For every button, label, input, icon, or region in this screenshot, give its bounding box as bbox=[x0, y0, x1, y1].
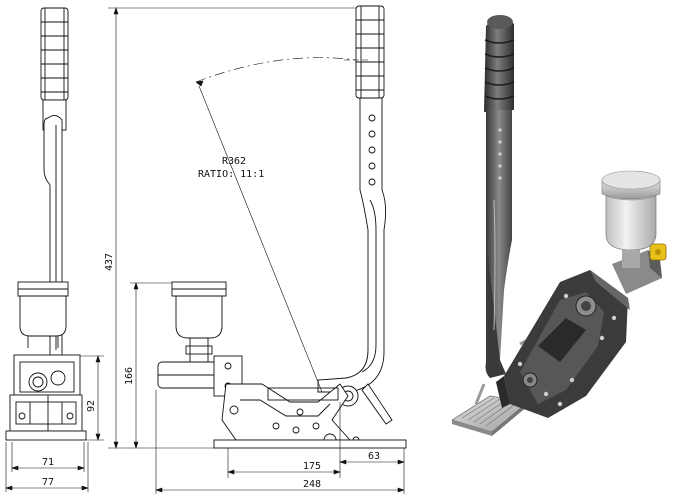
dim-437-label: 437 bbox=[104, 253, 115, 271]
side-dimensions bbox=[108, 7, 405, 494]
dim-92-label: 92 bbox=[86, 400, 97, 412]
ratio-label: RATIO: 11:1 bbox=[198, 169, 264, 180]
side-mechanism bbox=[221, 383, 393, 447]
front-grip bbox=[40, 7, 69, 131]
dim-248-label: 248 bbox=[303, 479, 321, 490]
render-lever bbox=[485, 110, 512, 378]
side-reservoir bbox=[171, 281, 227, 372]
render-view bbox=[451, 15, 667, 436]
dim-175-label: 175 bbox=[303, 461, 321, 472]
dim-71-label: 71 bbox=[42, 457, 54, 468]
side-lever bbox=[317, 97, 387, 393]
render-handle bbox=[484, 15, 515, 112]
side-base bbox=[213, 439, 407, 449]
render-reservoir bbox=[601, 170, 661, 268]
front-view bbox=[5, 7, 87, 441]
front-body bbox=[5, 354, 87, 441]
radius-annotation bbox=[195, 57, 368, 393]
side-grip bbox=[355, 5, 385, 99]
dim-166-label: 166 bbox=[124, 367, 135, 385]
radius-label: R362 bbox=[222, 156, 246, 167]
dim-77-label: 77 bbox=[42, 477, 54, 488]
front-dimensions bbox=[5, 355, 104, 492]
front-reservoir bbox=[17, 281, 69, 348]
render-housing bbox=[496, 270, 630, 418]
side-view bbox=[157, 5, 407, 449]
dim-63-label: 63 bbox=[368, 451, 380, 462]
